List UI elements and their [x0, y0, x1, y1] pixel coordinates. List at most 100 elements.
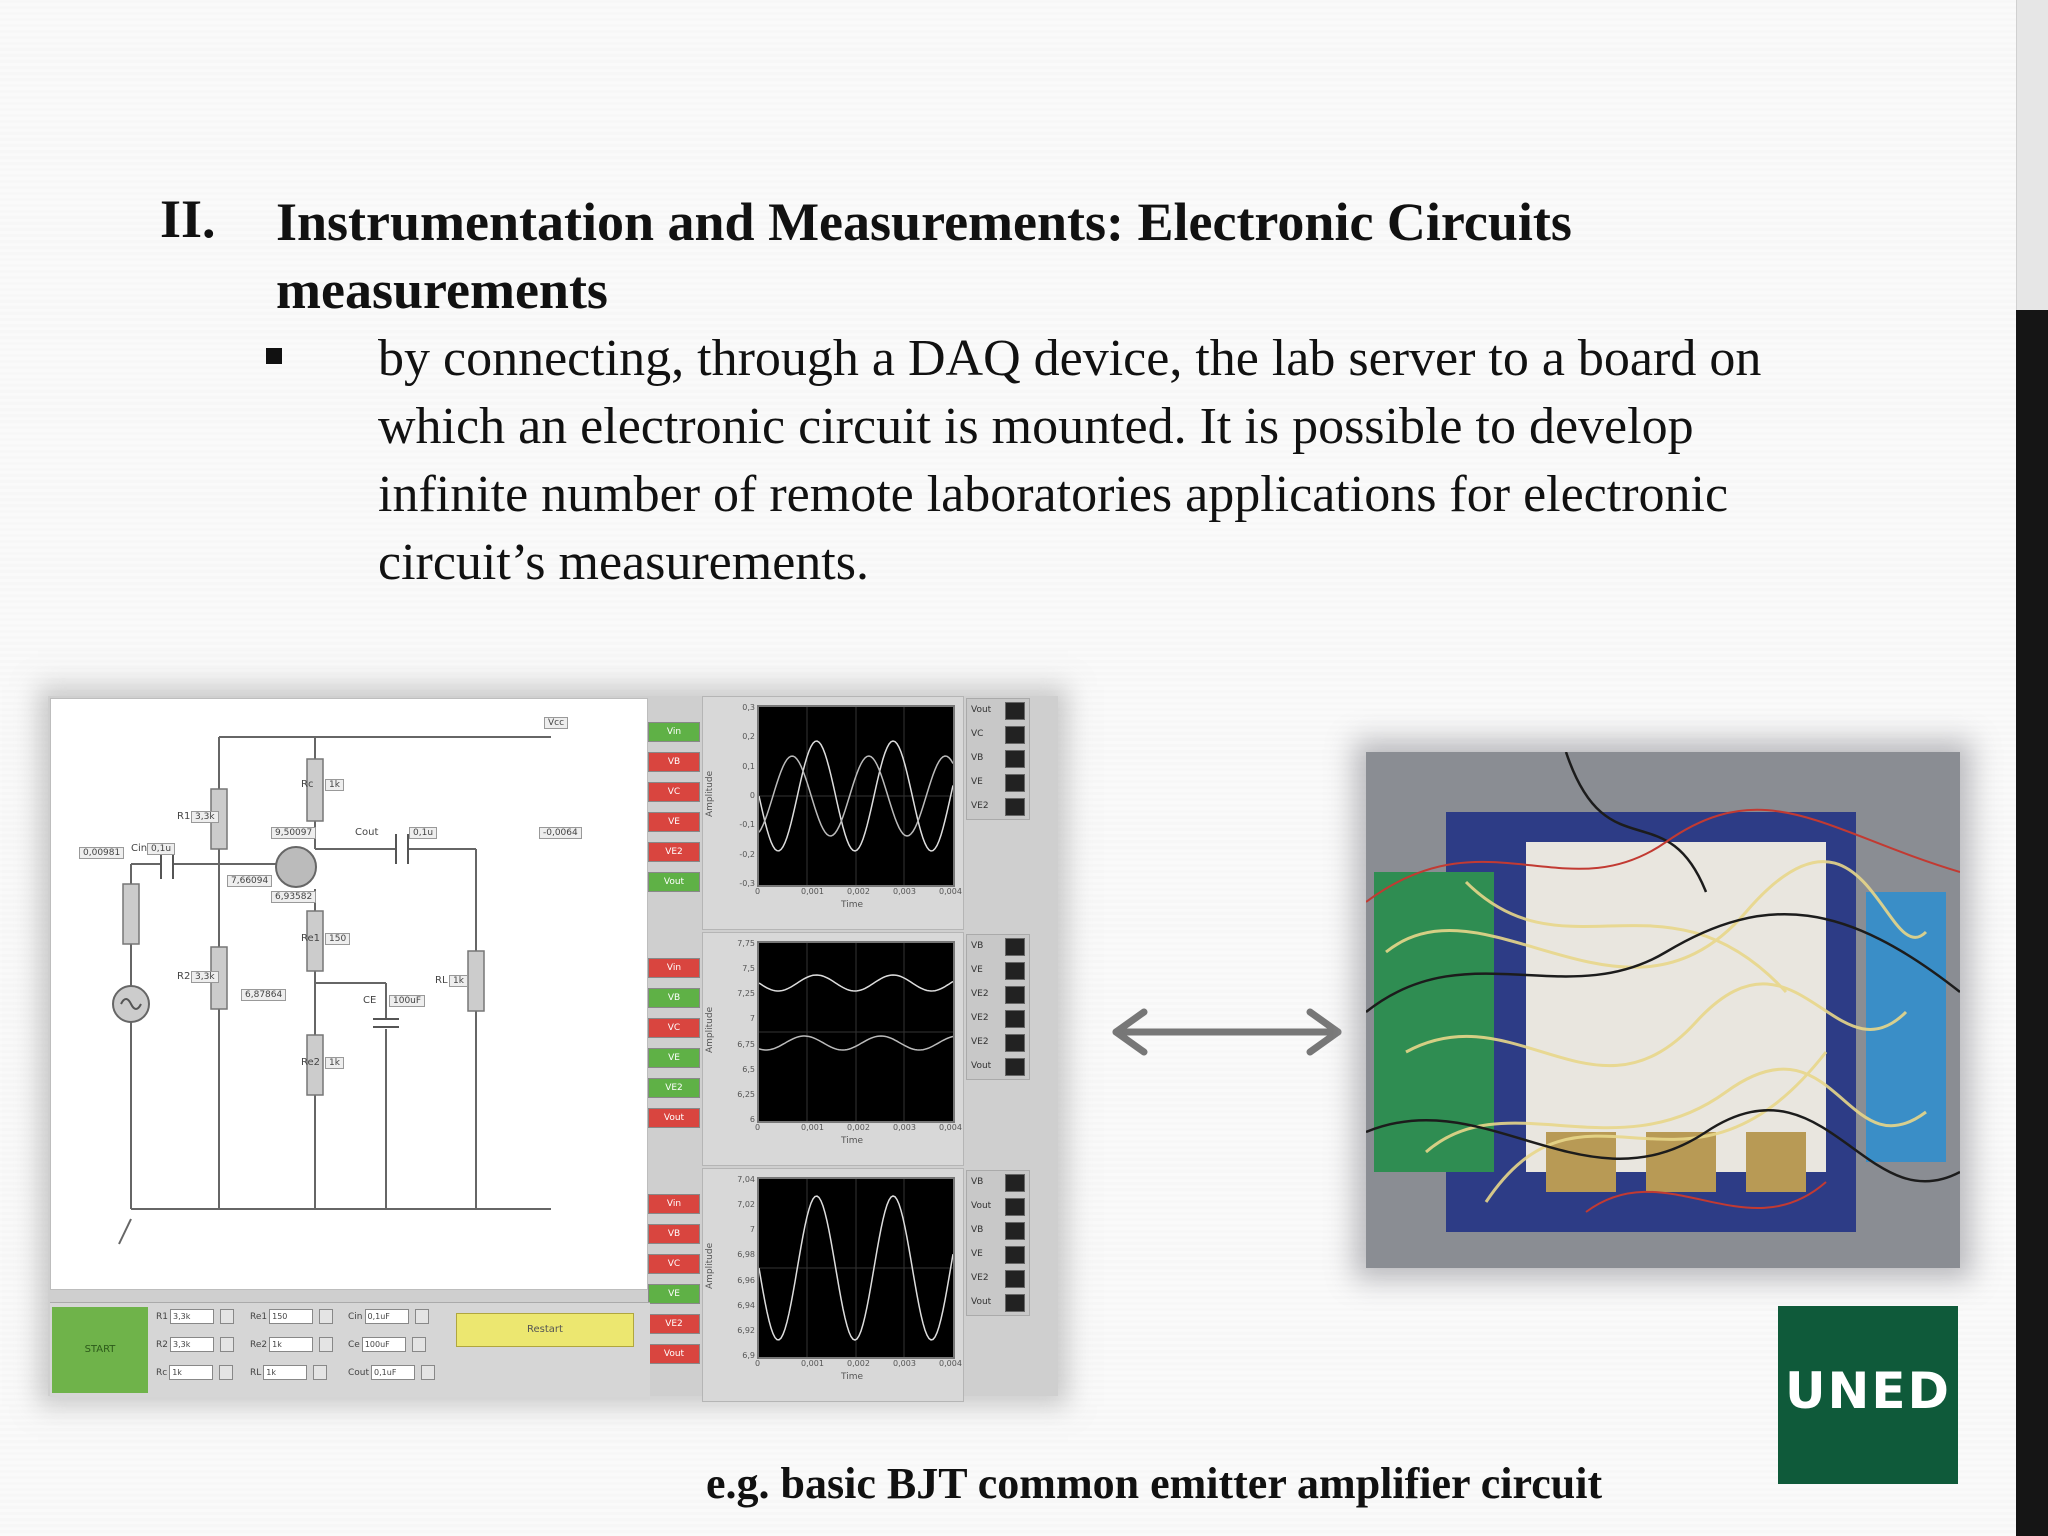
- r2-spinner-icon[interactable]: [219, 1337, 234, 1352]
- legend-item[interactable]: VB: [967, 1219, 1029, 1243]
- scrollbar-track[interactable]: [2016, 0, 2048, 310]
- trace-style-icon[interactable]: [1005, 1198, 1025, 1216]
- y-tick-label: 7: [749, 1014, 755, 1024]
- legend-item[interactable]: Vout: [967, 1195, 1029, 1219]
- x-tick-label: 0,004: [939, 1359, 962, 1368]
- r1-control-label: R1: [156, 1312, 168, 1322]
- re1-input[interactable]: 150: [269, 1309, 314, 1324]
- node-button-ve2[interactable]: VE2: [648, 1078, 700, 1098]
- node-button-vin[interactable]: Vin: [648, 1194, 700, 1214]
- r2-input[interactable]: 3,3k: [169, 1337, 214, 1352]
- rl-input[interactable]: 1k: [263, 1365, 308, 1380]
- trace-style-icon[interactable]: [1005, 702, 1025, 720]
- legend-label: VE: [971, 965, 983, 975]
- cin-input[interactable]: 0,1uF: [364, 1309, 409, 1324]
- legend-item[interactable]: VE: [967, 771, 1029, 795]
- cout-input[interactable]: 0,1uF: [371, 1365, 416, 1380]
- trace-style-icon[interactable]: [1005, 1270, 1025, 1288]
- trace-style-icon[interactable]: [1005, 1222, 1025, 1240]
- legend-item[interactable]: VE2: [967, 1007, 1029, 1031]
- node-button-ve[interactable]: VE: [648, 1284, 700, 1304]
- trace-style-icon[interactable]: [1005, 1010, 1025, 1028]
- node-button-vc[interactable]: VC: [648, 782, 700, 802]
- ce-spinner-icon[interactable]: [411, 1337, 426, 1352]
- re2-input[interactable]: 1k: [269, 1337, 314, 1352]
- trace-style-icon[interactable]: [1005, 938, 1025, 956]
- bullet-line-2: which an electronic circuit is mounted. …: [378, 398, 1694, 455]
- ce-input[interactable]: 100uF: [361, 1337, 406, 1352]
- cout-spinner-icon[interactable]: [421, 1365, 436, 1380]
- uned-logo: UNED: [1778, 1306, 1958, 1484]
- re1-spinner-icon[interactable]: [319, 1309, 334, 1324]
- rl-spinner-icon[interactable]: [313, 1365, 328, 1380]
- legend-item[interactable]: VE2: [967, 795, 1029, 819]
- node-button-vin[interactable]: Vin: [648, 722, 700, 742]
- trace-style-icon[interactable]: [1005, 798, 1025, 816]
- node-button-vin[interactable]: Vin: [648, 958, 700, 978]
- legend-item[interactable]: VB: [967, 935, 1029, 959]
- trace-style-icon[interactable]: [1005, 1174, 1025, 1192]
- r2-value: 3,3k: [191, 971, 219, 983]
- vin-readout: 0,00981: [79, 847, 125, 859]
- legend-item[interactable]: VE2: [967, 983, 1029, 1007]
- trace-style-icon[interactable]: [1005, 1246, 1025, 1264]
- legend-item[interactable]: VE2: [967, 1267, 1029, 1291]
- node-button-ve[interactable]: VE: [648, 812, 700, 832]
- trace-style-icon[interactable]: [1005, 1294, 1025, 1312]
- trace-style-icon[interactable]: [1005, 750, 1025, 768]
- trace-style-icon[interactable]: [1005, 774, 1025, 792]
- trace-style-icon[interactable]: [1005, 962, 1025, 980]
- legend-item[interactable]: VE: [967, 1243, 1029, 1267]
- node-button-vc[interactable]: VC: [648, 1018, 700, 1038]
- re2-control-label: Re2: [250, 1340, 268, 1350]
- heading-number: II.: [160, 189, 216, 249]
- rc-spinner-icon[interactable]: [219, 1365, 234, 1380]
- node-button-vout[interactable]: Vout: [648, 1344, 700, 1364]
- legend-item[interactable]: Vout: [967, 1055, 1029, 1079]
- scrollbar[interactable]: [2016, 0, 2048, 1536]
- start-button[interactable]: START: [52, 1307, 148, 1393]
- trace-style-icon[interactable]: [1005, 1034, 1025, 1052]
- legend-item[interactable]: Vout: [967, 699, 1029, 723]
- node-button-vout[interactable]: Vout: [648, 872, 700, 892]
- trace-style-icon[interactable]: [1005, 726, 1025, 744]
- y-tick-label: 6,94: [737, 1300, 755, 1310]
- restart-button[interactable]: Restart: [456, 1313, 634, 1347]
- rl-value: 1k: [449, 975, 468, 987]
- trace-style-icon[interactable]: [1005, 1058, 1025, 1076]
- waveform-plot: [757, 941, 955, 1123]
- legend-item[interactable]: VE2: [967, 1031, 1029, 1055]
- y-tick-label: 6: [749, 1115, 755, 1124]
- node-button-vb[interactable]: VB: [648, 1224, 700, 1244]
- legend-item[interactable]: Vout: [967, 1291, 1029, 1315]
- re2-value: 1k: [325, 1057, 344, 1069]
- node-button-vb[interactable]: VB: [648, 752, 700, 772]
- cin-spinner-icon[interactable]: [414, 1309, 429, 1324]
- legend-item[interactable]: VB: [967, 747, 1029, 771]
- node-button-vc[interactable]: VC: [648, 1254, 700, 1274]
- rc-input[interactable]: 1k: [169, 1365, 214, 1380]
- legend-item[interactable]: VC: [967, 723, 1029, 747]
- scrollbar-thumb[interactable]: [2016, 310, 2048, 1536]
- legend-item[interactable]: VE: [967, 959, 1029, 983]
- node-button-vout[interactable]: Vout: [648, 1108, 700, 1128]
- node-button-ve2[interactable]: VE2: [648, 842, 700, 862]
- node-button-ve[interactable]: VE: [648, 1048, 700, 1068]
- node-button-ve2[interactable]: VE2: [648, 1314, 700, 1334]
- r1-spinner-icon[interactable]: [219, 1309, 234, 1324]
- node-button-vb[interactable]: VB: [648, 988, 700, 1008]
- legend-item[interactable]: VB: [967, 1171, 1029, 1195]
- re2-spinner-icon[interactable]: [319, 1337, 334, 1352]
- trace-style-icon[interactable]: [1005, 986, 1025, 1004]
- r1-input[interactable]: 3,3k: [169, 1309, 214, 1324]
